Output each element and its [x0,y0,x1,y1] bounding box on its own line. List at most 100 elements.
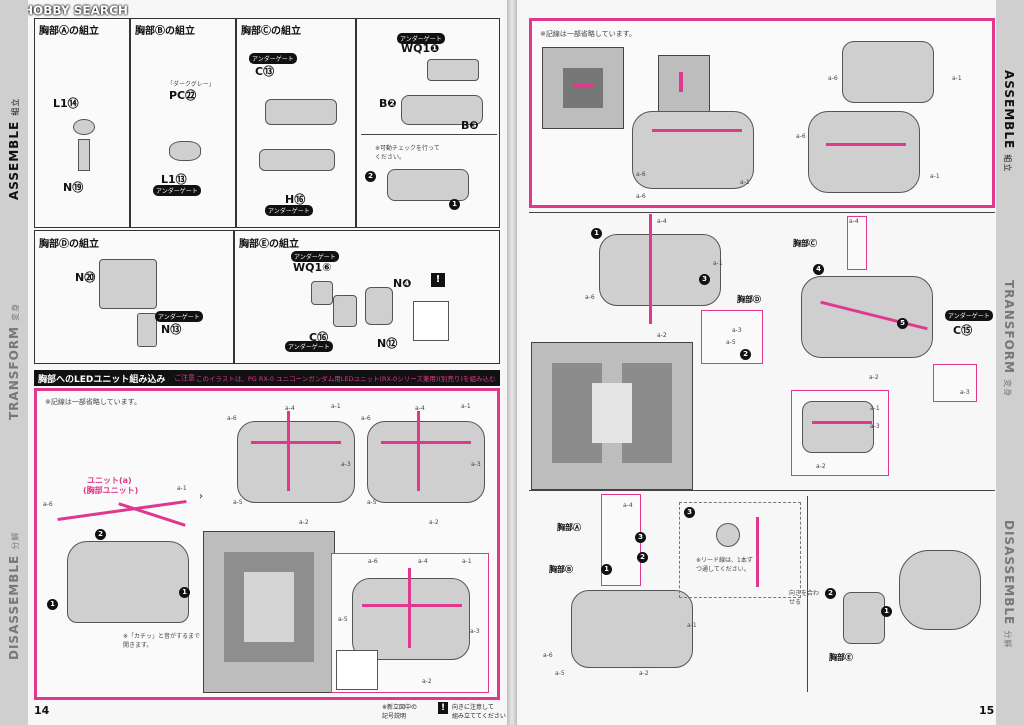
wire-label: a-3 [732,327,742,334]
torso-wiring-drawing-1 [237,421,355,503]
step-number-1: 1 [179,587,190,598]
wire-label: a-2 [869,374,879,381]
part-shape [311,281,333,305]
left-page: HOBBY SEARCH ASSEMBLE 組立 TRANSFORM 変身 DI… [0,0,507,725]
part-shape [401,95,483,125]
led-wire [287,411,290,491]
wire-label: a-6 [543,652,553,659]
wire-label: a-1 [331,403,341,410]
direction-note: 向きを合わせる [789,590,820,606]
wire-label: a-6 [368,558,378,565]
led-header-bar: 胸部へのLEDユニット組み込み ご注意 このイラストは、PG RX-0 ユニコー… [34,370,500,386]
led-wire [812,421,872,424]
photo-part [563,68,603,108]
wire-label: a-5 [233,499,243,506]
wire-label: a-3 [471,461,481,468]
led-description: このイラストは、PG RX-0 ユニコーンガンダム用LEDユニット(RX-0シリ… [196,375,496,383]
part-shape [169,141,201,161]
step-number-1: 1 [449,199,460,210]
step-number-1: 1 [601,564,612,575]
panel-chest-b: 胸部Ⓑの組立 「ダークグレー」 PC㉒ L1⑬ アンダーゲート [130,18,236,228]
part-label: N⑲ [63,181,84,194]
led-wire [756,517,759,587]
wire-label: a-2 [657,332,667,339]
page-number-right: 15 [979,704,995,717]
led-wire [652,129,742,132]
wire-label: a-2 [429,519,439,526]
check-note: ※可動チェックを行ってください。 [375,145,440,161]
wire-label: a-6 [636,171,646,178]
click-note: ※「カチッ」と音がするまで開きます。 [123,633,201,649]
wire-label: a-1 [713,260,723,267]
undergate-tag: アンダーゲート [291,251,339,262]
wire-label: a-1 [740,179,750,186]
wire-label: a-5 [367,499,377,506]
panel-e-title: 胸部Ⓔの組立 [239,239,299,250]
part-shape [99,259,157,309]
wire-label: a-6 [585,294,595,301]
wire-label: a-6 [227,415,237,422]
wire-label: a-1 [870,405,880,412]
led-install-photo [203,531,335,693]
led-wire [417,411,420,491]
step-number-3: 3 [699,274,710,285]
wire-label: a-4 [418,558,428,565]
led-wire [649,214,652,324]
right-middle-section: a-4 a-1 a-6 a-2 1 3 胸部Ⓓ a-3 a-5 2 胸部Ⓒ a-… [529,214,995,490]
wire-label: a-4 [415,405,425,412]
wire-label: a-1 [177,485,187,492]
wire-label: a-5 [338,616,348,623]
right-sidebar: ASSEMBLE 組立 TRANSFORM 変身 DISASSEMBLE 分解 [996,0,1024,725]
panel-d-title: 胸部Ⓓの組立 [39,239,99,250]
warning-icon: ! [438,702,448,714]
torso-drawing [632,111,754,189]
wire-label: a-2 [299,519,309,526]
step-number-2: 2 [825,588,836,599]
wire-label: a-1 [930,173,940,180]
led-caution: ご注意 [174,374,195,382]
step-number-4: 4 [813,264,824,275]
wire-label: a-6 [636,193,646,200]
part-label: C⑬ [255,65,275,78]
wire-label: a-1 [461,403,471,410]
step-number-3: 3 [684,507,695,518]
torso-drawing [571,590,693,668]
warning-icon: ! [431,273,445,287]
step-number-2: 2 [637,552,648,563]
sidebar-transform-label: TRANSFORM 変身 [7,302,21,420]
part-shape [73,119,95,135]
wire-routing-inset: a-1 a-3 a-2 [791,390,889,476]
part-shape [137,313,157,347]
sidebar-disassemble-label: DISASSEMBLE 分解 [7,531,21,660]
part-label: N❹ [393,277,412,290]
led-title: 胸部へのLEDユニット組み込み [38,375,166,385]
wire-label: a-2 [816,463,826,470]
wire-label: a-6 [361,415,371,422]
wire-label: a-1 [462,558,472,565]
lead-note: ※リード線は、1本ずつ通してください。 [696,557,753,573]
step-number-1: 1 [881,606,892,617]
sidebar-assemble-label: ASSEMBLE 組立 [1002,70,1016,173]
wire-label: a-6 [828,75,838,82]
led-detail-panel: a-6 a-4 a-1 a-3 a-5 a-2 [331,553,489,693]
wire-photo [658,55,710,113]
part-label: WQ1❶ [401,42,440,55]
right-page: ※記線は一部省略しています。 a-6 a-1 a-6 a-6 a-1 a-6 a… [517,0,1024,725]
footer-legend: ※新立図中の記号説明 [382,704,418,720]
color-note: 「ダークグレー」 [167,81,215,88]
part-shape [259,149,335,171]
part-label: L1⑬ [161,173,187,186]
panel-chest-c: 胸部Ⓒの組立 アンダーゲート C⑬ H⑯ アンダーゲート [236,18,356,228]
wire-label: a-5 [555,670,565,677]
torso-assembly-drawing [67,541,189,623]
panel-a-title: 胸部Ⓐの組立 [39,26,99,37]
wire-label: a-4 [657,218,667,225]
part-label: N⑳ [75,271,96,284]
chest-e-label: 胸部Ⓔ [829,653,853,662]
undergate-tag: アンダーゲート [397,33,445,44]
part-label: PC㉒ [169,89,197,102]
wire-label: a-2 [639,670,649,677]
photo-part [592,383,632,443]
part-shape [333,295,357,327]
undergate-tag: アンダーゲート [945,310,993,321]
